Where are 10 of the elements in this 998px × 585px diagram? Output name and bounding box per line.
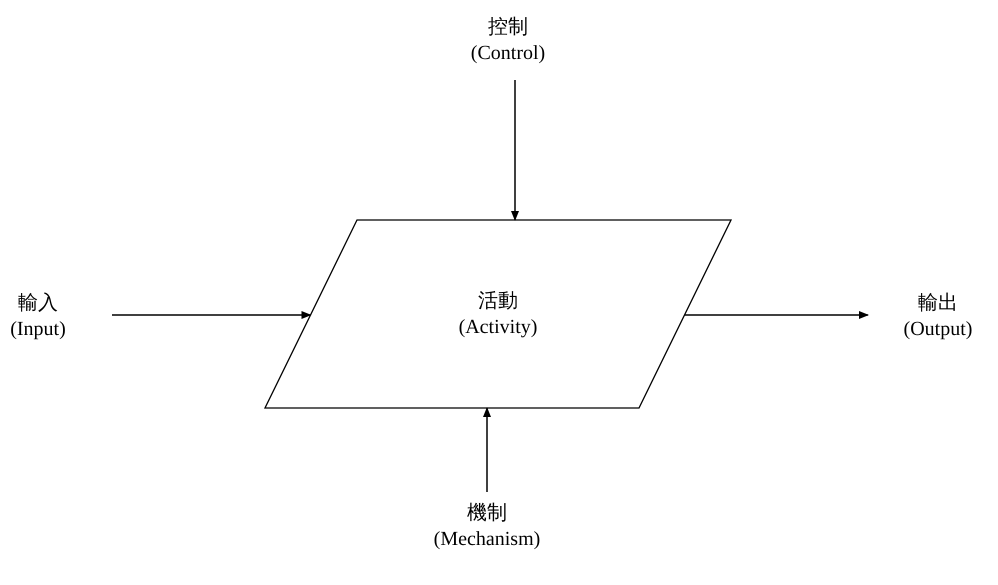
node-label: 輸出 (Output) xyxy=(880,286,996,346)
arrow xyxy=(483,407,491,492)
arrow xyxy=(112,311,312,319)
arrow xyxy=(511,80,519,221)
node-label: 輸入 (Input) xyxy=(2,286,74,346)
activity-parallelogram xyxy=(265,220,731,408)
activity-label: 活動 (Activity) xyxy=(458,289,538,340)
node-label: 機制 (Mechanism) xyxy=(417,496,557,556)
arrow xyxy=(684,311,869,319)
node-label: 控制 (Control) xyxy=(448,10,568,70)
